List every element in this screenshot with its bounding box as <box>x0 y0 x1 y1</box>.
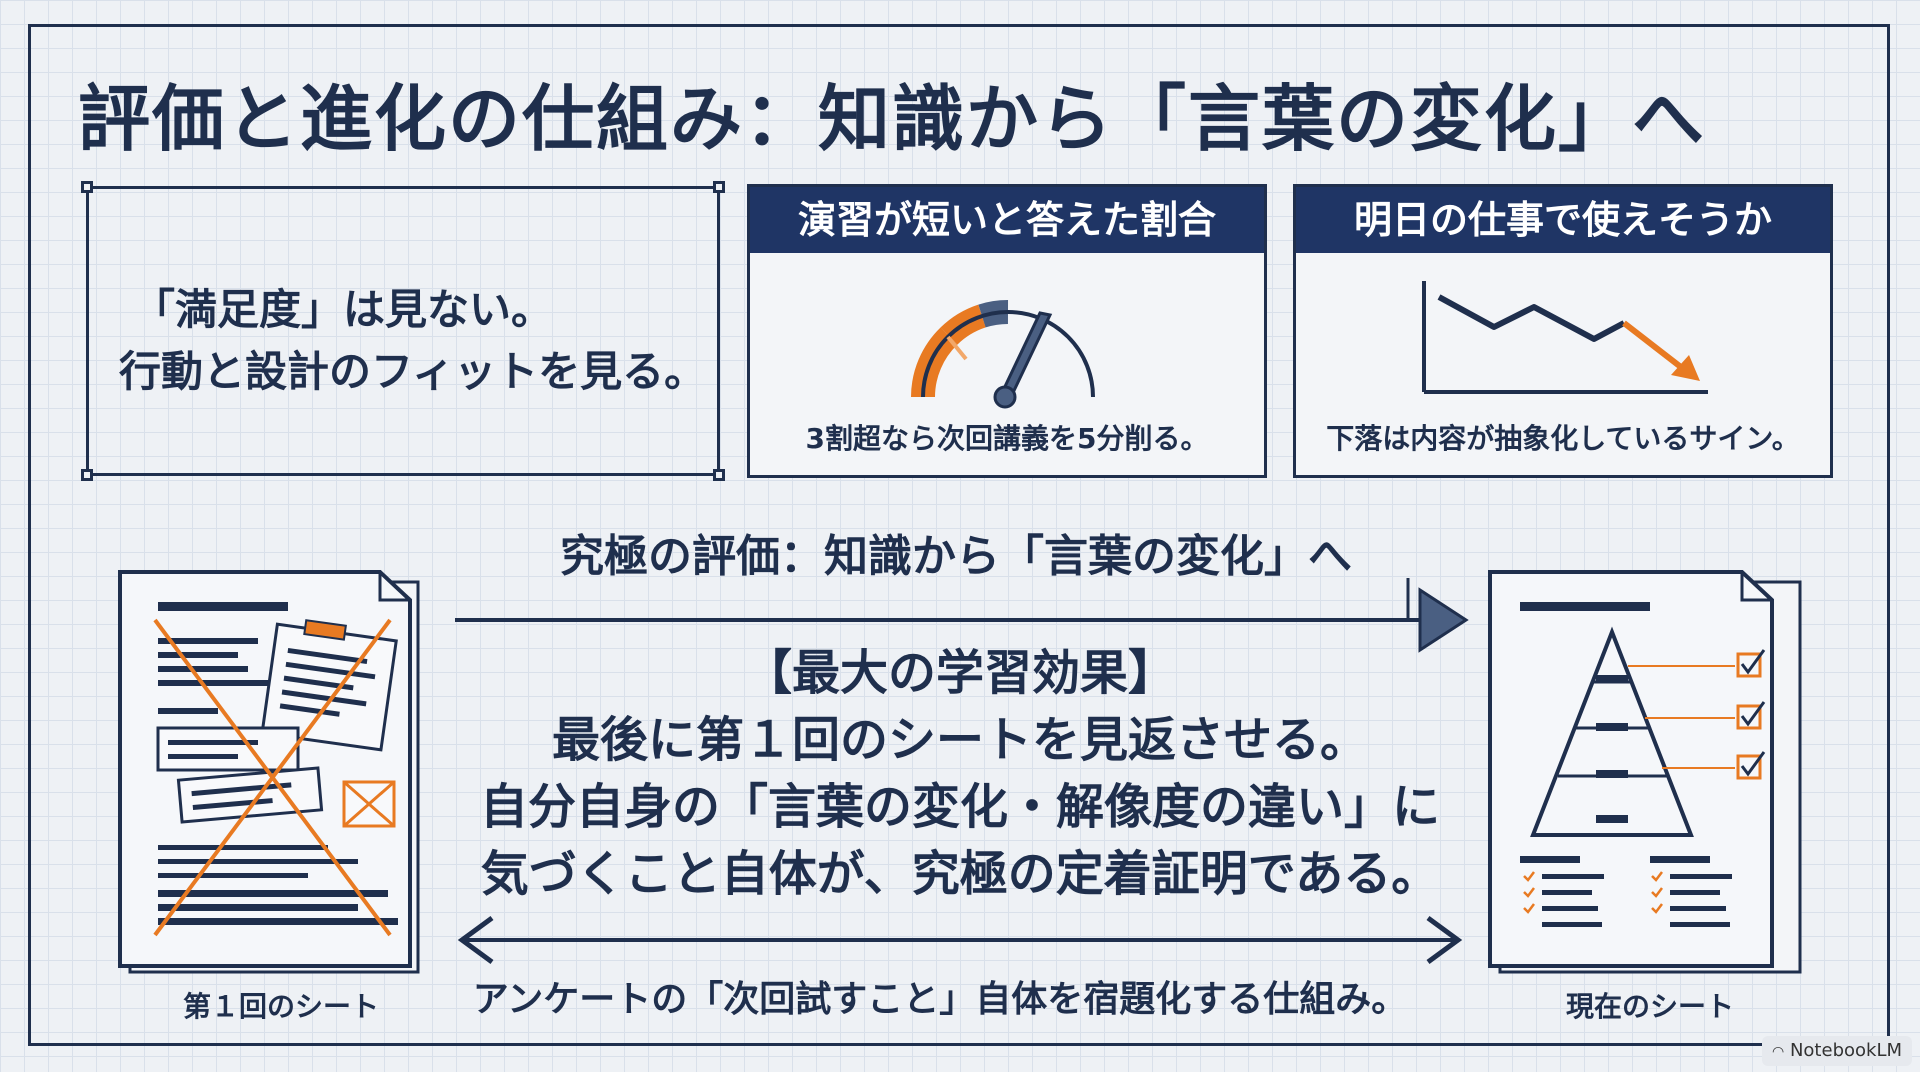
page-title: 評価と進化の仕組み：知識から「言葉の変化」へ <box>78 77 1707 161</box>
principle-line-2: 行動と設計のフィットを見る。 <box>119 347 707 396</box>
corner-handle <box>713 181 725 193</box>
gauge-icon <box>911 299 1095 409</box>
watermark-label: NotebookLM <box>1789 1040 1902 1061</box>
learning-effect-block: 【最大の学習効果】 最後に第１回のシートを見返させる。 自分自身の「言葉の変化・… <box>470 640 1450 908</box>
first-sheet-label: 第１回のシート <box>183 990 380 1023</box>
ultimate-evaluation-heading: 究極の評価：知識から「言葉の変化」へ <box>560 531 1352 582</box>
corner-handle <box>713 469 725 481</box>
card-caption: 下落は内容が抽象化しているサイン。 <box>1326 422 1800 455</box>
card-header: 演習が短いと答えた割合 <box>750 187 1264 253</box>
usable-tomorrow-card: 明日の仕事で使えそうか 下落は内容が抽象化しているサイン。 <box>1293 184 1833 478</box>
corner-handle <box>81 181 93 193</box>
current-sheet-illustration <box>1488 570 1802 974</box>
effect-line-1: 最後に第１回のシートを見返させる。 <box>551 712 1368 768</box>
principle-box: 「満足度」は見ない。 行動と設計のフィットを見る。 <box>81 181 725 481</box>
principle-text: 「満足度」は見ない。 行動と設計のフィットを見る。 <box>119 279 719 403</box>
trend-chart-icon <box>1422 281 1708 394</box>
effect-line-2: 自分自身の「言葉の変化・解像度の違い」に <box>479 779 1440 835</box>
card-header: 明日の仕事で使えそうか <box>1296 187 1830 253</box>
current-sheet-label: 現在のシート <box>1566 990 1735 1023</box>
principle-line-1: 「満足度」は見ない。 <box>133 285 554 334</box>
homework-caption: アンケートの「次回試すこと」自体を宿題化する仕組み。 <box>472 979 1408 1020</box>
effect-line-3: 気づくこと自体が、究極の定着証明である。 <box>480 846 1440 902</box>
outer-frame <box>28 24 1890 1046</box>
first-sheet-illustration <box>118 570 420 974</box>
short-exercise-card: 演習が短いと答えた割合 3割超なら次回講義を5分削る。 <box>747 184 1267 478</box>
corner-handle <box>81 469 93 481</box>
effect-title: 【最大の学習効果】 <box>743 645 1176 701</box>
notebooklm-logo-icon: ◠ <box>1772 1044 1785 1060</box>
watermark: ◠ NotebookLM <box>1762 1036 1912 1066</box>
card-caption: 3割超なら次回講義を5分削る。 <box>805 422 1209 455</box>
